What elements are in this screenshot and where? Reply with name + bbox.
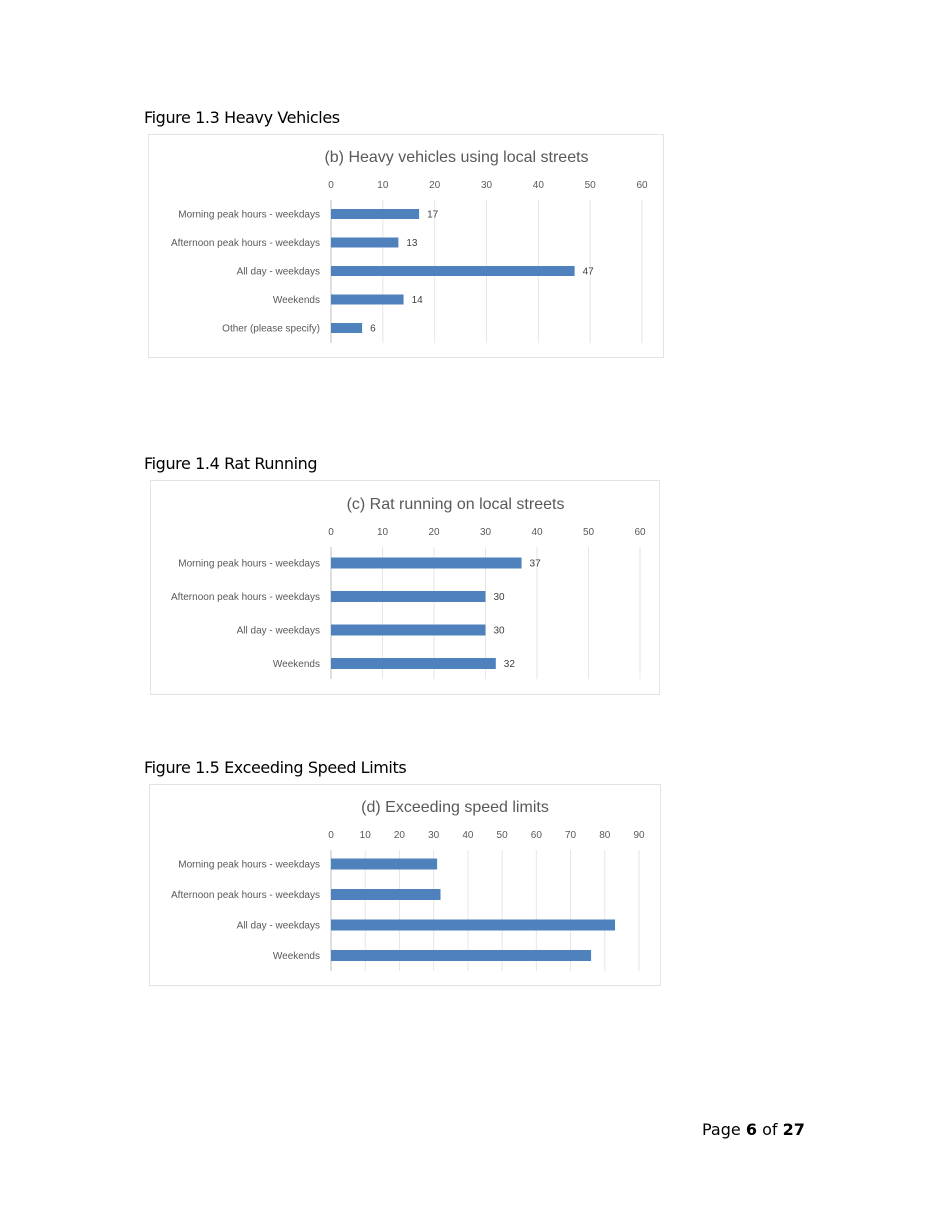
bar [331,237,399,248]
chart-exceeding-speed-limits: (d) Exceeding speed limits 0 10 20 30 40 50 60 7… [149,784,661,986]
data-label: 13 [406,238,418,249]
category-label: All day - weekdays [237,921,320,932]
chart-exceeding-speed-limits-svg: (d) Exceeding speed limits 0 10 20 30 40 50 60 7… [171,799,645,971]
tick-label: 30 [481,180,493,191]
category-label: Afternoon peak hours - weekdays [171,238,320,249]
data-label: 17 [427,210,439,221]
chart-heavy-vehicles: (b) Heavy vehicles using local streets 0 1… [148,134,664,358]
data-label: 6 [370,324,376,335]
data-label: 30 [494,592,506,603]
tick-label: 10 [360,830,372,841]
category-label: All day - weekdays [237,267,320,278]
tick-label: 90 [633,830,645,841]
page-total: 27 [782,1120,805,1139]
page-prefix: Page [702,1120,741,1139]
category-label: All day - weekdays [237,626,320,637]
bar [331,591,486,602]
bar [331,624,486,636]
bar [331,858,438,870]
page-of: of [762,1120,778,1139]
category-label: Morning peak hours - weekdays [178,559,320,570]
figure-heading-rat-running: Figure 1.4 Rat Running [144,454,318,473]
category-label: Afternoon peak hours - weekdays [171,592,320,603]
category-label: Weekends [273,659,320,670]
data-label: 14 [412,295,424,306]
tick-label: 50 [583,527,595,538]
tick-label: 60 [531,830,543,841]
data-label: 32 [504,659,516,670]
tick-label: 60 [634,527,646,538]
figure-heading-exceeding-speed-limits: Figure 1.5 Exceeding Speed Limits [144,758,407,777]
tick-label: 20 [394,830,406,841]
data-label: 30 [494,626,506,637]
category-label: Afternoon peak hours - weekdays [171,890,320,901]
tick-label: 60 [636,180,648,191]
tick-label: 40 [533,180,545,191]
category-label: Other (please specify) [222,324,320,335]
chart-rat-running: (c) Rat running on local streets 0 10 20 30 4… [150,480,660,695]
tick-label: 10 [377,527,389,538]
tick-label: 0 [328,830,334,841]
data-label: 47 [583,267,595,278]
tick-label: 10 [377,180,389,191]
category-label: Morning peak hours - weekdays [178,210,320,221]
bar [331,557,522,569]
tick-label: 70 [565,830,577,841]
bar [331,266,575,276]
chart-title: (b) Heavy vehicles using local streets [324,149,588,166]
chart-title: (d) Exceeding speed limits [361,799,549,816]
tick-label: 80 [599,830,611,841]
page-number: Page 6 of 27 [702,1120,805,1139]
tick-label: 50 [585,180,597,191]
bar [331,658,496,669]
tick-label: 0 [328,180,334,191]
data-label: 37 [530,559,542,570]
page-current: 6 [745,1120,757,1139]
chart-heavy-vehicles-svg: (b) Heavy vehicles using local streets 0 1… [171,149,648,343]
chart-rat-running-svg: (c) Rat running on local streets 0 10 20 30 4… [171,496,646,679]
chart-title: (c) Rat running on local streets [347,496,565,513]
bar [331,889,441,900]
bar [331,919,616,931]
bar [331,209,420,219]
tick-label: 40 [462,830,474,841]
tick-label: 50 [497,830,509,841]
figure-heading-heavy-vehicles: Figure 1.3 Heavy Vehicles [144,108,340,127]
bar [331,294,404,305]
category-label: Morning peak hours - weekdays [178,860,320,871]
category-label: Weekends [273,295,320,306]
bar [331,950,592,961]
tick-label: 30 [480,527,492,538]
tick-label: 20 [428,527,440,538]
tick-label: 20 [429,180,441,191]
tick-label: 40 [531,527,543,538]
tick-label: 30 [428,830,440,841]
tick-label: 0 [328,527,334,538]
category-label: Weekends [273,951,320,962]
bar [331,323,363,333]
